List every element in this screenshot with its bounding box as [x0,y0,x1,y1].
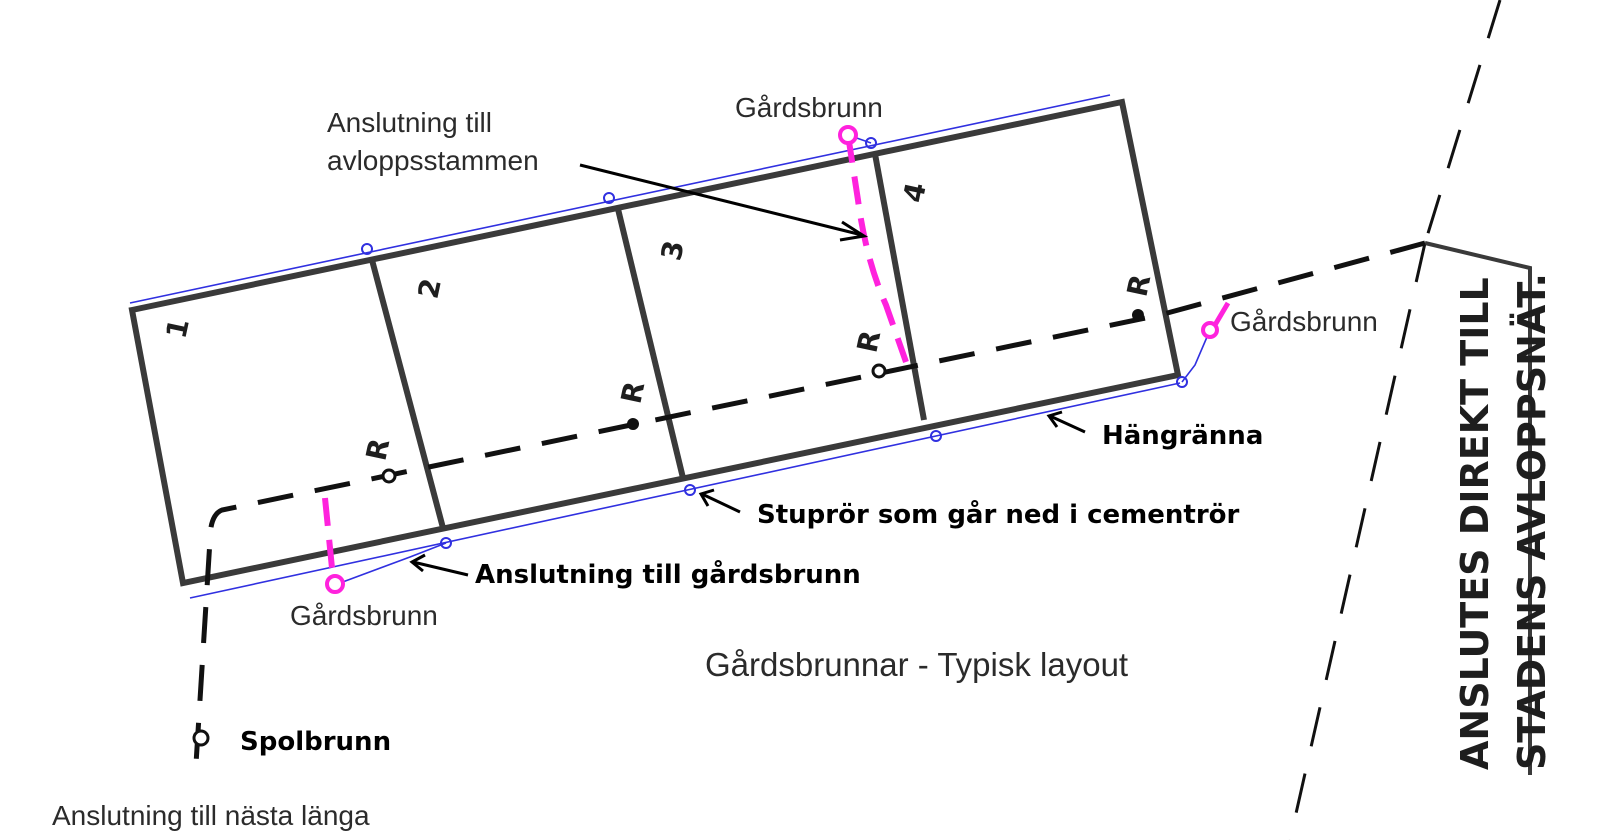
r-node [381,468,397,484]
label-gardsbrunn-right: Gårdsbrunn [1230,306,1378,337]
unit-number-2: 2 [412,276,448,302]
connection-bottom [322,497,336,579]
unit-number-3: 3 [655,238,691,264]
label-anslutning-nasta: Anslutning till nästa länga [52,800,370,831]
divider-1-2 [369,259,446,529]
label-anslutning-gardsbrunn: Anslutning till gårdsbrunn [475,558,861,590]
arrow-stupror [698,488,741,514]
arrow-avloppsstammen [579,163,869,242]
r-marks: R R R R [360,272,1158,464]
gardsbrunn-top-well [838,125,858,145]
r-mark: R [851,328,888,356]
property-boundary [1288,0,1532,840]
divider-3-4 [872,153,927,421]
r-node [871,363,887,379]
sewer-main [192,240,1426,781]
label-spolbrunn: Spolbrunn [240,727,391,757]
labels: Anslutning till avloppsstammen Gårdsbrun… [52,92,1378,831]
downpipe-node [930,430,942,442]
downpipe-node [1176,376,1188,388]
label-anslutning-avlopp-line2: avloppsstammen [327,145,539,176]
unit-number-1: 1 [160,316,196,342]
unit-numbers: 1 2 3 4 [160,180,933,342]
label-hangranna: Hängränna [1102,421,1263,451]
arrows [409,163,1086,577]
diagram-title: Gårdsbrunnar - Typisk layout [705,646,1128,683]
label-gardsbrunn-top: Gårdsbrunn [735,92,883,123]
building-outline [128,98,1182,587]
r-node [627,418,639,430]
stamp-frame [1424,241,1532,775]
label-gardsbrunn-bottom: Gårdsbrunn [290,600,438,631]
gutter-node [361,243,373,255]
r-mark: R [360,436,397,464]
label-anslutning-avlopp-line1: Anslutning till [327,107,492,138]
stamp-line-1: ANSLUTES DIREKT TILL [1453,277,1497,770]
gardsbrunn-connections [322,125,1231,594]
downpipe-node [440,537,452,549]
arrow-anslutning-gardsbrunn [409,553,469,577]
gutter-lines [129,94,1211,599]
gardsbrunn-bottom-well [325,574,345,594]
gutter-top [129,94,1111,304]
connection-top [845,134,909,363]
gutter-connector [339,542,447,584]
stamp: ANSLUTES DIREKT TILL STADENS AVLOPPSNÄT. [1453,273,1554,770]
stamp-line-2: STADENS AVLOPPSNÄT. [1510,273,1554,770]
r-mark: R [615,379,652,407]
r-mark: R [1121,272,1158,300]
downpipe-node [684,484,696,496]
unit-number-4: 4 [897,180,933,206]
r-node [1132,309,1144,321]
gutter-connector [1181,329,1211,383]
arrow-hangranna [1046,410,1086,434]
label-stupror: Stuprör som går ned i cementrör [757,498,1240,530]
gardsbrunn-right-well [1201,321,1219,339]
gutter-node [603,192,615,204]
divider-2-3 [615,208,686,479]
gutter-node [865,137,877,149]
spolbrunn-node [192,729,210,747]
